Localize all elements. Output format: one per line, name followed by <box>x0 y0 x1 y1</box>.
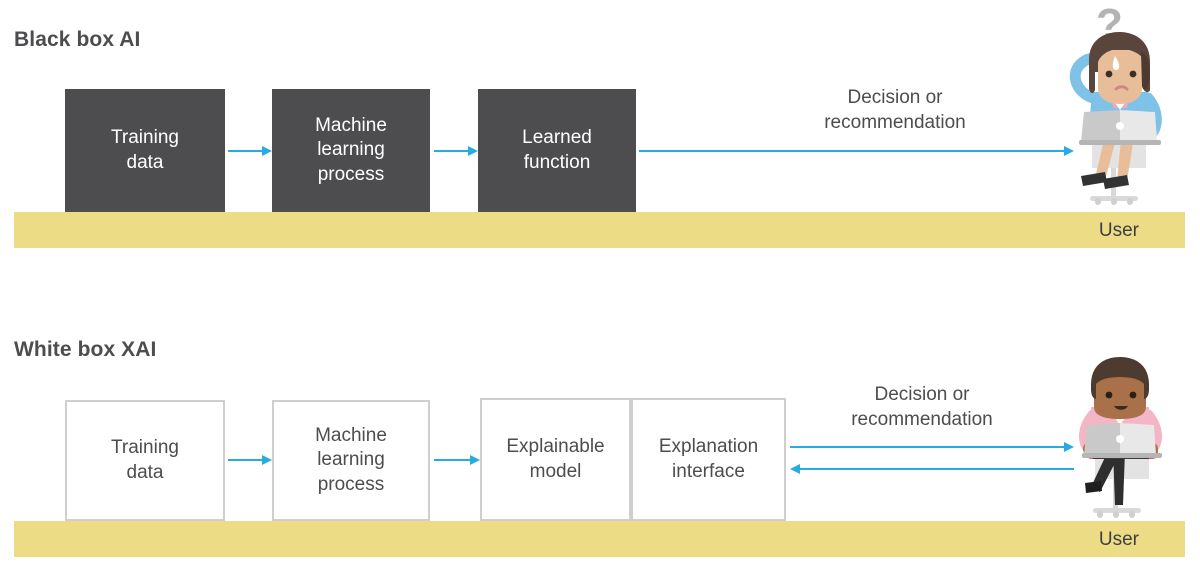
laptop-top <box>1079 110 1161 145</box>
floor-band-bottom: User <box>14 521 1185 557</box>
box-machine-learning-process-black[interactable]: Machine learning process <box>272 89 430 212</box>
arrow-mlp-to-learned-black <box>434 145 478 157</box>
arrow-training-to-mlp-white <box>228 454 272 466</box>
arrow-learned-to-user-black <box>639 145 1074 157</box>
caption-decision-or-recommendation-white: Decision or recommendation <box>851 384 993 430</box>
arrow-shaft <box>434 459 472 461</box>
section-title-black-box: Black box AI <box>14 28 141 51</box>
arrow-shaft <box>228 150 264 152</box>
arrow-shaft <box>434 150 470 152</box>
arrow-mlp-to-explainable-model <box>434 454 480 466</box>
arrow-head-icon <box>468 146 478 156</box>
legs-top <box>1081 140 1133 189</box>
arrow-head-icon <box>470 455 480 465</box>
floor-label-user-bottom: User <box>1098 529 1139 550</box>
head-top <box>1089 32 1150 104</box>
legs-bottom <box>1085 451 1125 505</box>
arrow-shaft <box>228 459 264 461</box>
illustration-satisfied-male-user <box>1079 357 1162 518</box>
arrow-interface-to-user <box>790 441 1074 453</box>
box-label: Machine learning process <box>315 425 387 495</box>
box-label: Explainable model <box>506 436 605 482</box>
illustration-confused-female-user <box>1069 32 1162 205</box>
box-explainable-model[interactable]: Explainable model <box>480 398 631 521</box>
box-label: Training data <box>111 437 179 483</box>
box-training-data-black[interactable]: Training data <box>65 89 225 212</box>
laptop-bottom <box>1082 423 1162 458</box>
arrow-shaft <box>790 446 1066 448</box>
arrow-head-icon <box>262 146 272 156</box>
box-explanation-interface[interactable]: Explanation interface <box>631 398 786 521</box>
head-bottom <box>1091 357 1149 419</box>
box-label: Machine learning process <box>315 115 387 185</box>
box-training-data-white[interactable]: Training data <box>65 400 225 521</box>
section-title-white-box: White box XAI <box>14 338 157 361</box>
arrow-head-icon <box>1064 442 1074 452</box>
arrow-shaft <box>639 150 1066 152</box>
box-machine-learning-process-white[interactable]: Machine learning process <box>272 400 430 521</box>
floor-label-user-top: User <box>1098 220 1139 241</box>
arrow-head-icon <box>1064 146 1074 156</box>
arrow-user-to-interface <box>790 463 1074 475</box>
box-label: Learned function <box>522 127 592 173</box>
box-label: Training data <box>111 127 179 173</box>
arrow-head-icon <box>790 464 800 474</box>
box-label: Explanation interface <box>658 436 759 482</box>
caption-decision-or-recommendation-black: Decision or recommendation <box>824 87 966 133</box>
box-learned-function-black[interactable]: Learned function <box>478 89 636 212</box>
arrow-shaft <box>798 468 1074 470</box>
arrow-training-to-mlp-black <box>228 145 272 157</box>
floor-band-top: User <box>14 212 1185 248</box>
arrow-head-icon <box>262 455 272 465</box>
